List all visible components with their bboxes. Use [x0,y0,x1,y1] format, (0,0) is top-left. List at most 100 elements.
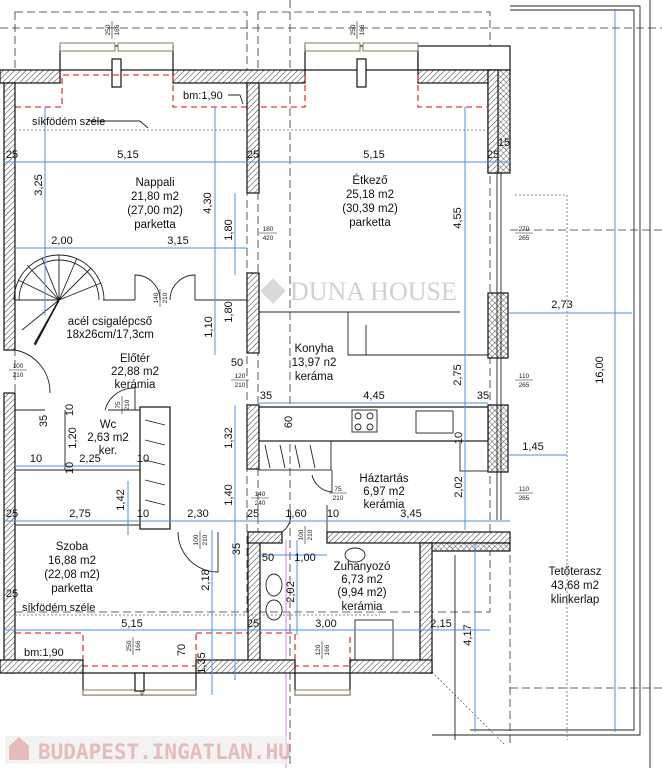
room-zuhanyozo: Zuhanyozó 6,73 m2 (9,94 m2) kerámia [334,561,391,613]
opening-width: 110 [519,373,530,380]
dimension-label: 2,30 [187,508,208,520]
opening-height: 210 [202,534,209,545]
room-floor: keráma [295,371,334,383]
room-gross-area: (27,00 m2) [127,205,183,217]
opening-width: 250 [350,24,357,35]
room-name: Tetőterasz [548,566,601,578]
dimension-label: 2,75 [452,364,464,385]
room-floor: parketta [349,217,391,229]
window [117,42,174,52]
dimension-label: 1,20 [67,427,79,448]
dimension-label: 70 [176,644,188,656]
dimension-label: 25 [6,508,18,520]
opening-height: 210 [333,495,344,502]
room-name: Wc [100,419,117,431]
dimension-label: 3,00 [315,618,336,630]
portal-watermark-text: BUDAPEST.INGATLAN.HU [38,740,291,764]
room-name: Nappali [136,177,175,189]
dimension-label: 50 [262,552,274,564]
dimension-label: 15 [498,137,510,149]
agency-watermark: DUNA HOUSE [290,277,457,306]
opening-width: 250 [105,24,112,35]
top-wall [0,42,511,174]
dimension-label: 25 [6,588,18,600]
dimension-label: 50 [231,357,243,369]
room-nappali: Nappali 21,80 m2 (27,00 m2) parketta [127,177,183,231]
dimension-label: 1,45 [522,441,543,453]
opening-width: 120 [315,644,322,655]
spiral-staircase [13,254,105,346]
opening-height: 265 [519,382,530,389]
room-floor: kerámia [342,601,384,613]
room-area: 6,73 m2 [341,574,383,586]
window [362,42,419,52]
opening-height: 265 [519,235,530,242]
room-floor: parketta [51,583,93,595]
window [82,689,142,696]
opening-width: 250 [126,640,133,651]
dimension-label: 60 [283,416,295,428]
opening-height: 420 [263,235,274,242]
sill-height-note: bm:1,90 [183,90,223,102]
opening-height: 210 [307,529,314,540]
stair-size: 18x26cm/17,3cm [66,329,154,341]
room-floor: parketta [134,219,176,231]
dimension-label: 2,25 [79,453,100,465]
dimension-label: 5,15 [121,618,142,630]
room-eloter: Előtér 22,88 m2 kerámia [111,353,159,391]
dimension-label: 2,15 [430,618,451,630]
room-terasz: Tetőterasz 43,68 m2 klinkerlap [548,566,601,606]
dimension-label: 2,00 [51,235,72,247]
opening-height: 210 [235,382,246,389]
portal-watermark: BUDAPEST.INGATLAN.HU [5,736,291,764]
opening-height: 210 [13,372,24,379]
room-area: 13,97 n2 [292,357,337,369]
opening-width: 75 [115,401,122,409]
room-name: acél csigalépcső [68,316,152,328]
opening-height: 166 [359,24,366,35]
opening-height: 240 [255,500,266,507]
opening-height: 265 [519,495,530,502]
dimension-label: 1,60 [285,508,306,520]
dimension-label: 35 [231,543,243,555]
opening-height: 210 [124,399,131,410]
dimension-label: 2,02 [453,476,465,497]
watermark-logo [260,278,286,304]
opening-width: 270 [519,226,530,233]
dimension-label: 3,45 [400,508,421,520]
dimension-label: 3,15 [167,235,188,247]
dimension-label: 1,10 [203,316,215,337]
dimension-label: 25 [6,149,18,161]
room-gross-area: (30,39 m2) [342,203,398,215]
dimension-label: 16,00 [594,356,606,384]
opening-width: 140 [255,491,266,498]
room-area: 16,88 m2 [48,555,96,567]
room-gross-area: (22,08 m2) [44,569,100,581]
dimension-label: 1,32 [223,427,235,448]
leader-line [88,120,149,129]
doors [14,274,333,573]
room-szoba: Szoba 16,88 m2 (22,08 m2) parketta [44,541,100,595]
room-name: Étkező [352,174,387,187]
opening-height: 166 [135,640,142,651]
dimension-label: 10 [30,453,42,465]
duna-house-watermark: DUNA HOUSE [260,277,457,306]
dimension-label: 1,80 [223,219,235,240]
room-name: Háztartás [359,473,408,485]
room-floor: kerámia [115,379,157,391]
window [59,42,116,52]
sill-height-note: bm:1,90 [24,647,64,659]
dimension-label: 4,55 [452,207,464,228]
window [304,42,361,52]
